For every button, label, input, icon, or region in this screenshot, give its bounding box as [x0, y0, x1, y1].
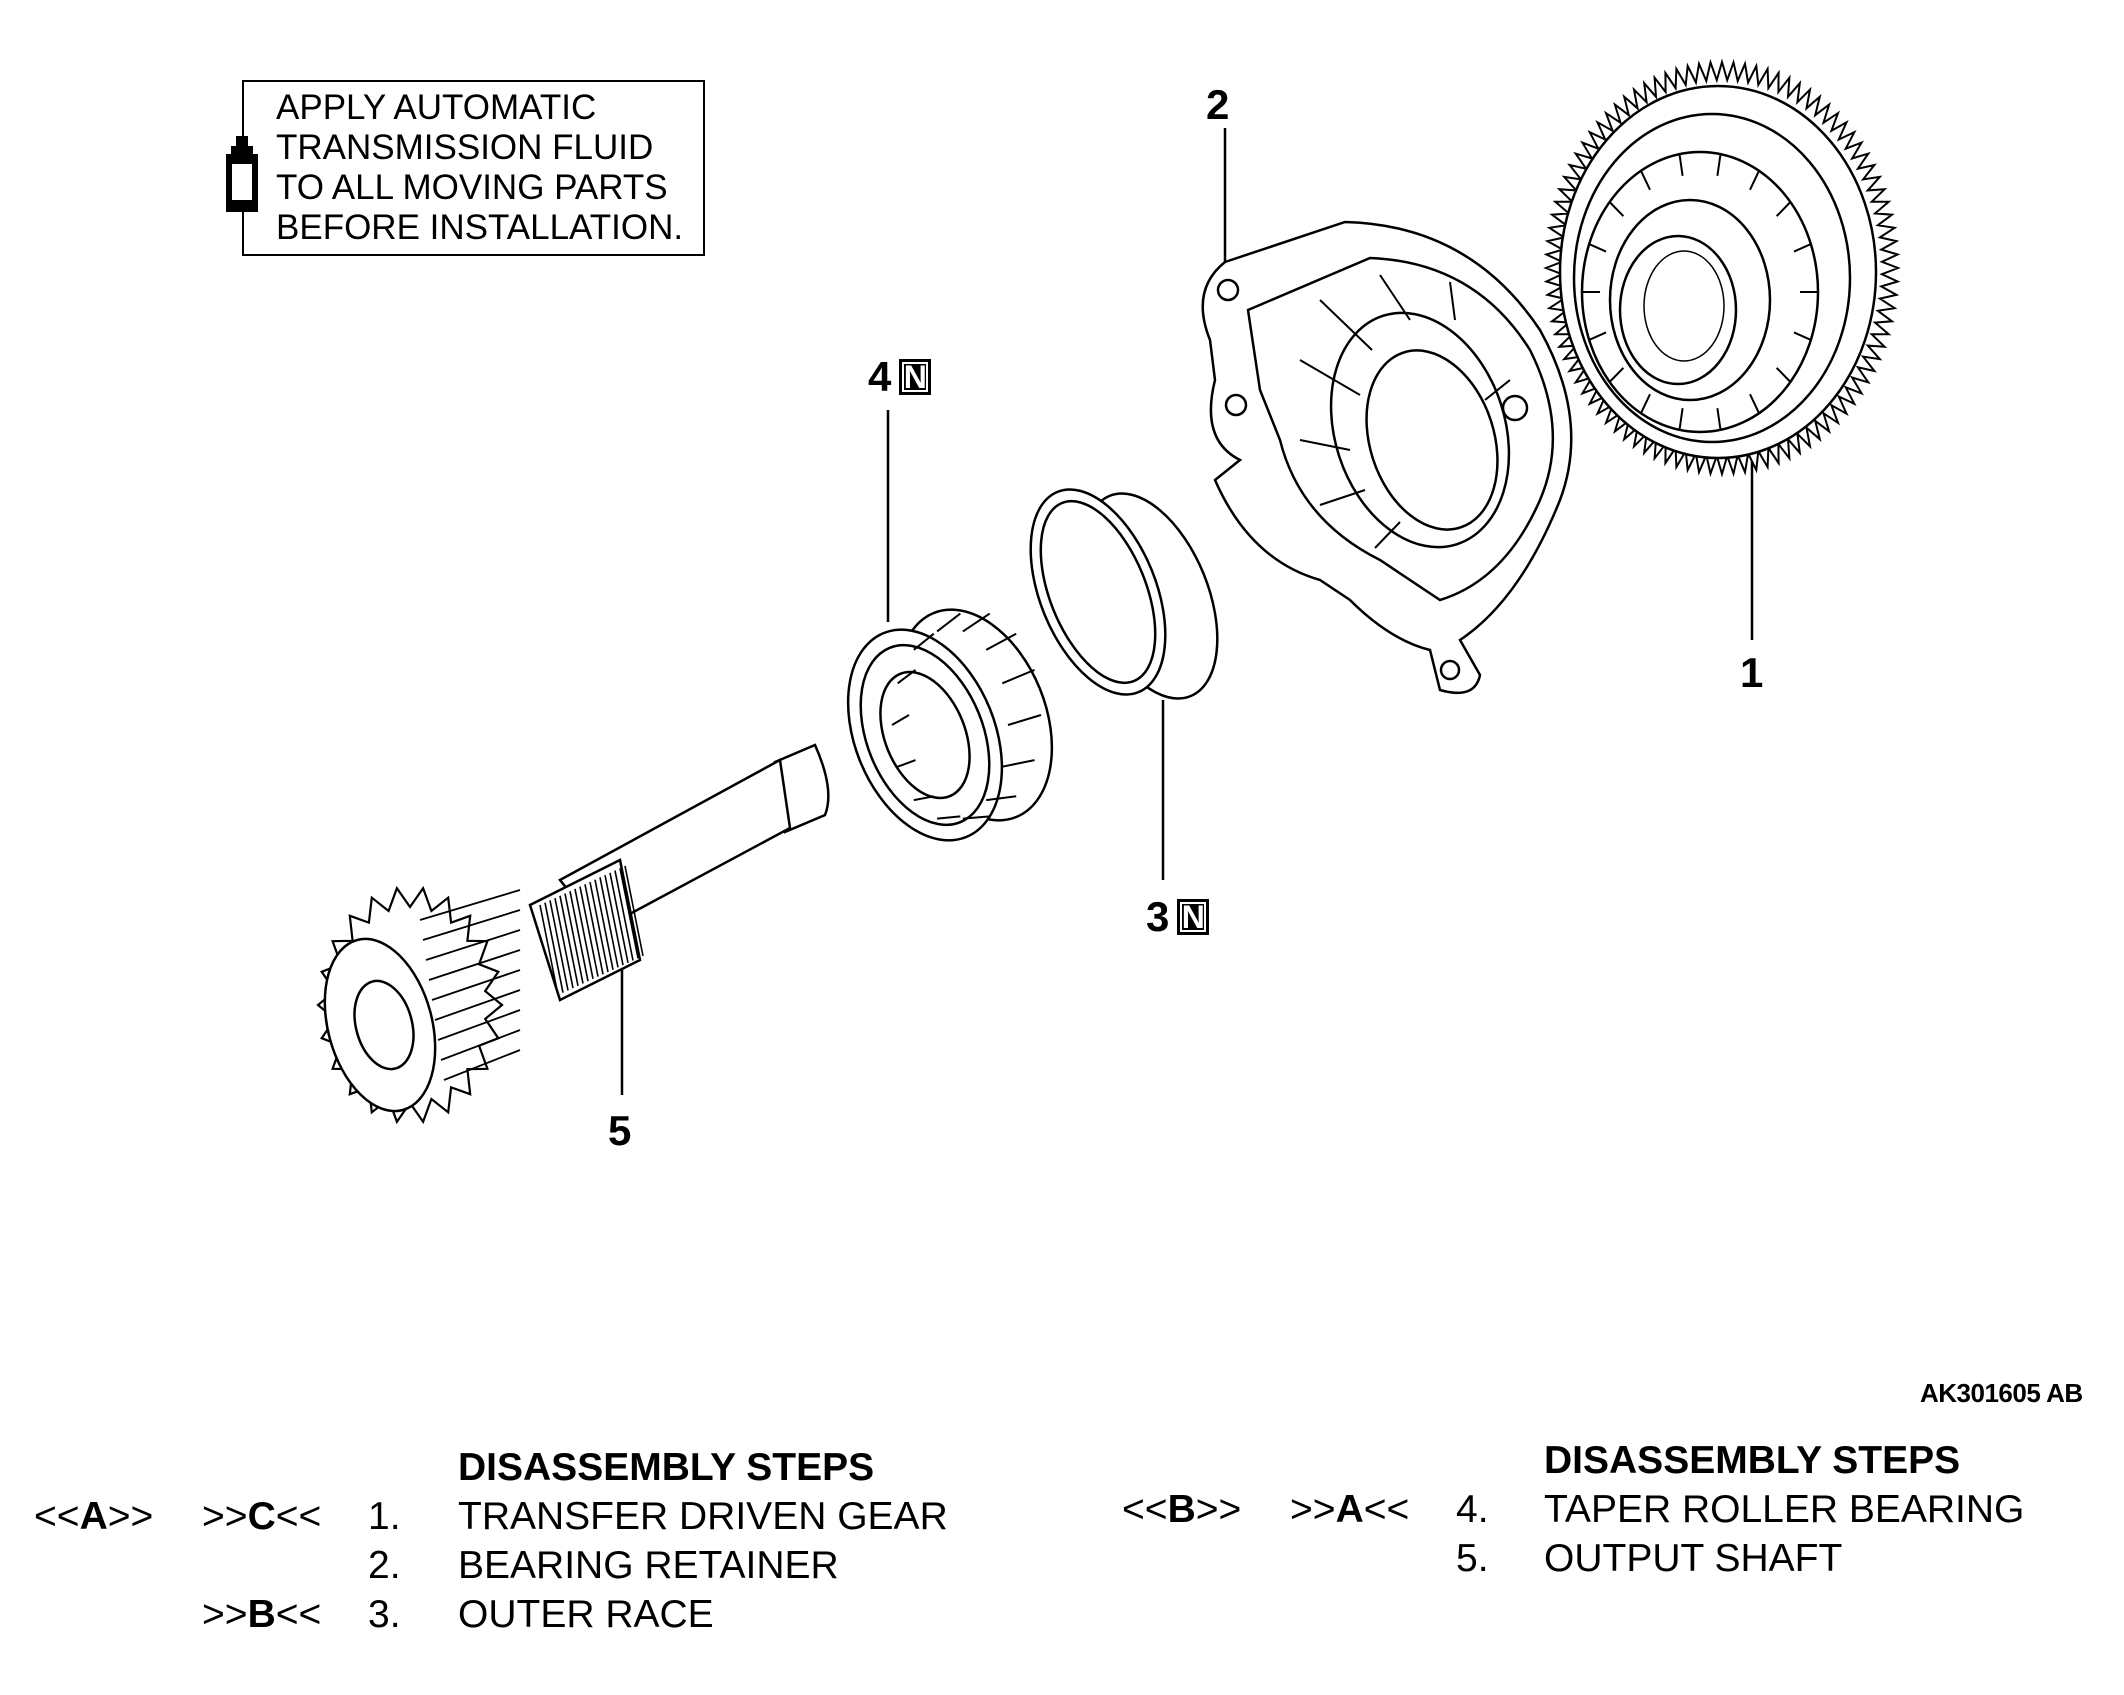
step-label: OUTER RACE: [458, 1593, 714, 1636]
output-shaft-drawing: [316, 743, 830, 1125]
disassembly-steps-left: DISASSEMBLY STEPS <<A>> >>C<< 1. TRANSFE…: [34, 1443, 1034, 1639]
note-line: APPLY AUTOMATIC: [276, 88, 597, 127]
step-number: 5.: [1456, 1537, 1489, 1580]
step-number: 1.: [368, 1495, 401, 1538]
steps-title: DISASSEMBLY STEPS: [1544, 1439, 1961, 1482]
figure-id: AK301605 AB: [1920, 1378, 2083, 1408]
bearing-retainer-drawing: [1201, 220, 1573, 695]
fluid-bottle-icon: [226, 136, 258, 212]
callout-number: 3: [1146, 893, 1170, 940]
new-part-mark-badge: N: [899, 359, 932, 395]
step-row: >>B<< 3. OUTER RACE: [34, 1590, 1034, 1639]
callout-1: 1: [1740, 652, 1763, 694]
step-row: 2. BEARING RETAINER: [34, 1541, 1034, 1590]
outer-race-drawing: [1029, 470, 1219, 700]
transfer-driven-gear-drawing: [1543, 58, 1901, 478]
step-ref-b: >>A<<: [1290, 1488, 1410, 1531]
callout-2: 2: [1206, 84, 1229, 126]
step-label: BEARING RETAINER: [458, 1544, 839, 1587]
callout-number: 5: [608, 1107, 632, 1154]
note-line: TO ALL MOVING PARTS: [276, 168, 668, 207]
step-label: OUTPUT SHAFT: [1544, 1537, 1843, 1580]
disassembly-steps-right: DISASSEMBLY STEPS <<B>> >>A<< 4. TAPER R…: [1122, 1436, 2122, 1583]
steps-title: DISASSEMBLY STEPS: [458, 1446, 875, 1489]
step-row: <<A>> >>C<< 1. TRANSFER DRIVEN GEAR: [34, 1492, 1034, 1541]
step-label: TAPER ROLLER BEARING: [1544, 1488, 2025, 1531]
callout-number: 2: [1206, 81, 1230, 128]
step-ref-a: <<B>>: [1122, 1488, 1242, 1531]
exploded-view-drawing: [316, 58, 1901, 1125]
note-line: BEFORE INSTALLATION.: [276, 208, 684, 247]
taper-roller-bearing-drawing: [846, 608, 1054, 842]
step-number: 3.: [368, 1593, 401, 1636]
step-row: 5. OUTPUT SHAFT: [1122, 1534, 2122, 1583]
step-ref-a: <<A>>: [34, 1495, 154, 1538]
callout-number: 1: [1740, 649, 1764, 696]
step-number: 4.: [1456, 1488, 1489, 1531]
callout-5: 5: [608, 1110, 631, 1152]
leader-lines: [620, 128, 1754, 1095]
fluid-note-box: APPLY AUTOMATIC TRANSMISSION FLUID TO AL…: [226, 80, 705, 256]
step-row: <<B>> >>A<< 4. TAPER ROLLER BEARING: [1122, 1485, 2122, 1534]
fluid-note-text: APPLY AUTOMATIC TRANSMISSION FLUID TO AL…: [276, 88, 683, 248]
callout-number: 4: [868, 353, 892, 400]
step-ref-b: >>C<<: [202, 1495, 322, 1538]
note-line: TRANSMISSION FLUID: [276, 128, 654, 167]
step-number: 2.: [368, 1544, 401, 1587]
step-ref-b: >>B<<: [202, 1593, 322, 1636]
step-label: TRANSFER DRIVEN GEAR: [458, 1495, 948, 1538]
new-part-mark-badge: N: [1177, 899, 1210, 935]
